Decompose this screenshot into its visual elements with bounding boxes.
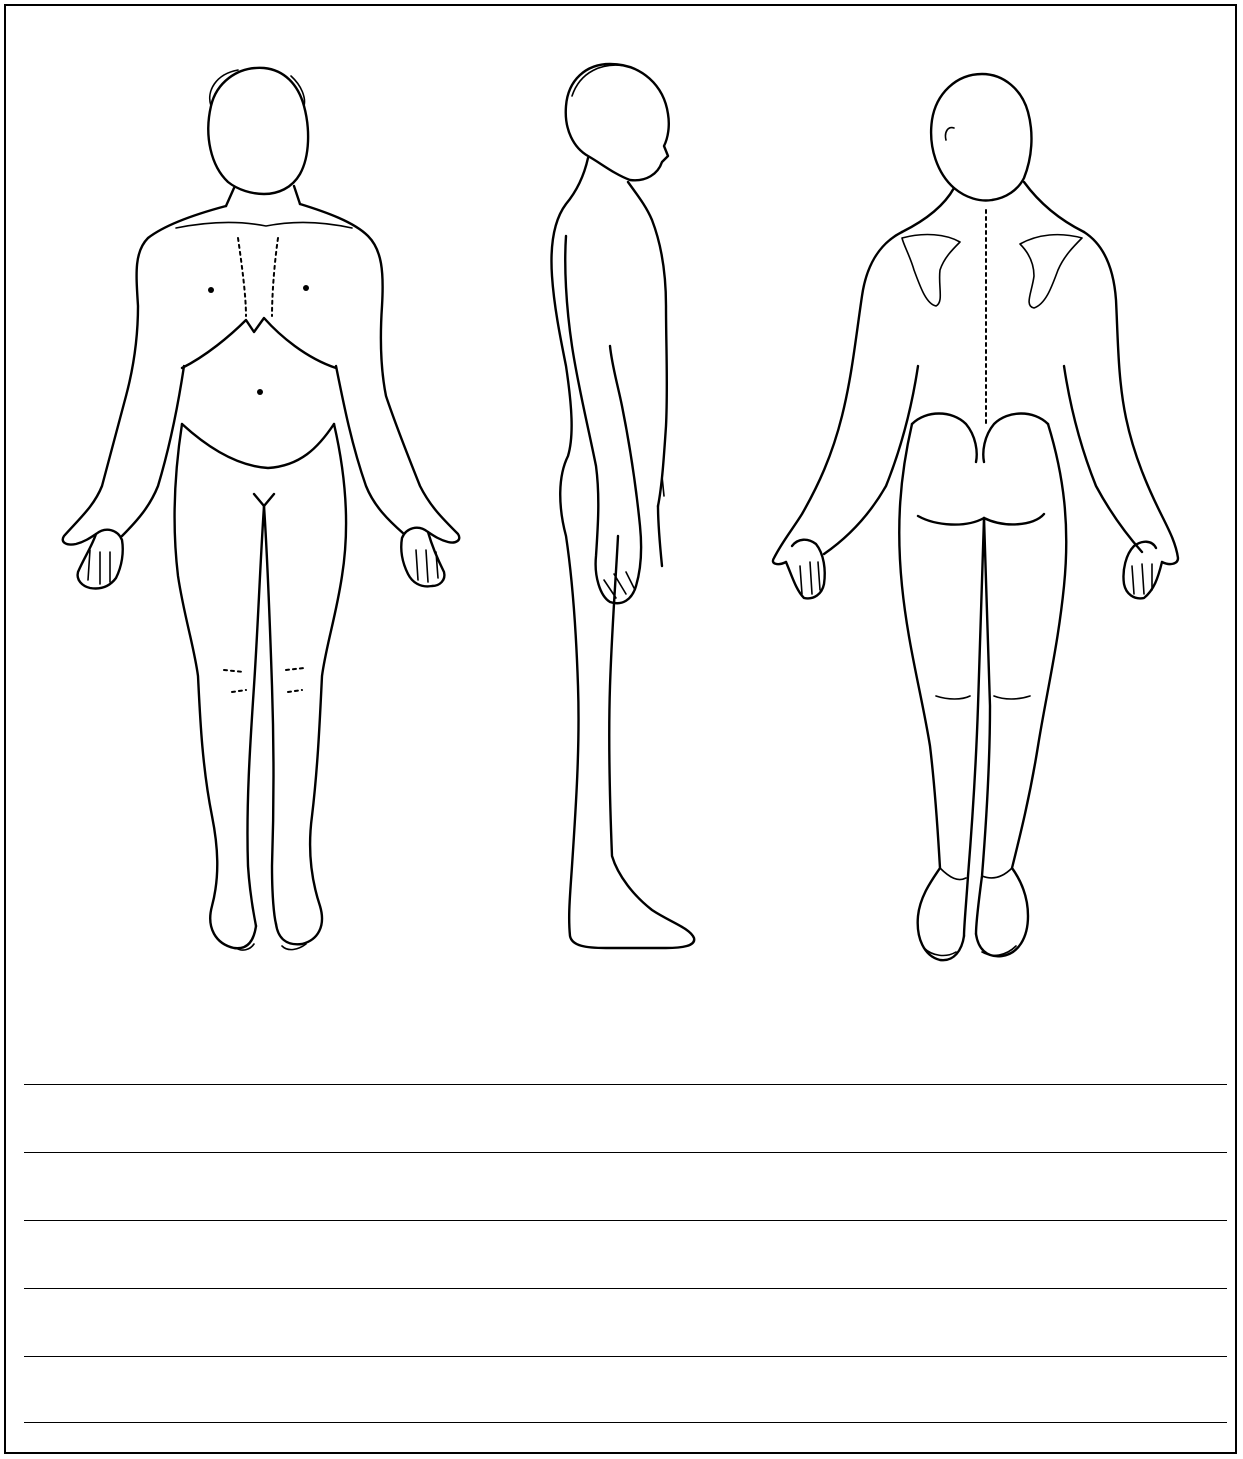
front-view-figure bbox=[63, 68, 460, 950]
writing-line[interactable] bbox=[24, 1152, 1227, 1153]
body-diagram-sheet bbox=[4, 4, 1237, 1454]
body-figures bbox=[6, 6, 1243, 966]
side-view-figure bbox=[552, 64, 695, 948]
writing-line[interactable] bbox=[24, 1288, 1227, 1289]
writing-line[interactable] bbox=[24, 1422, 1227, 1423]
writing-line[interactable] bbox=[24, 1084, 1227, 1085]
writing-line[interactable] bbox=[24, 1356, 1227, 1357]
back-view-figure bbox=[773, 74, 1178, 960]
writing-line[interactable] bbox=[24, 1220, 1227, 1221]
